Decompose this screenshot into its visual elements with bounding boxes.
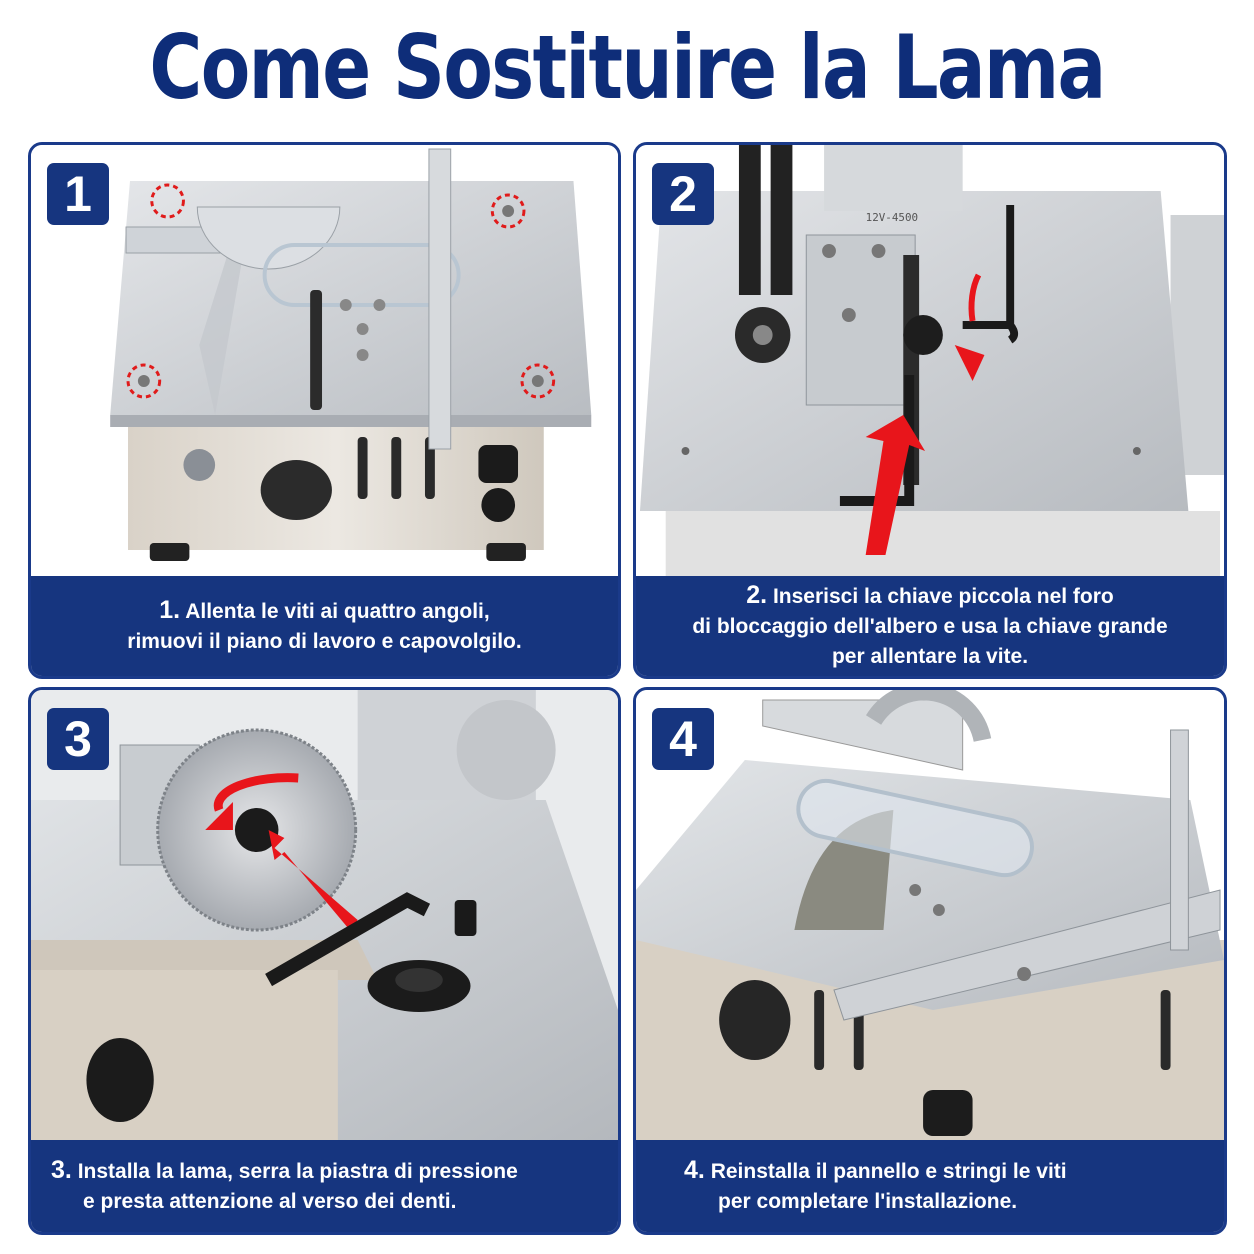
step-panel-1: 1 1. Allenta le viti ai quattro angoli, … (28, 142, 621, 679)
motor-label: 12V-4500 (866, 211, 918, 224)
step-2-text-line-1: Inserisci la chiave piccola nel foro (772, 585, 1114, 608)
step-panel-2: 12V-4500 2 2. Inserisci la chiave piccol… (633, 142, 1227, 679)
step-2-caption: 2. Inserisci la chiave piccola nel foro … (636, 576, 1224, 676)
step-2-number: 2. (746, 581, 768, 609)
step-2-illustration: 12V-4500 (636, 145, 1224, 579)
step-4-text-line-2: per completare l'installazione. (718, 1190, 1018, 1213)
step-4-badge: 4 (652, 708, 714, 770)
step-1-badge: 1 (47, 163, 109, 225)
step-2-badge: 2 (652, 163, 714, 225)
step-2-text-line-3: per allentare la vite. (831, 645, 1029, 668)
step-2-text-line-2: di bloccaggio dell'albero e usa la chiav… (692, 615, 1168, 638)
step-3-badge: 3 (47, 708, 109, 770)
step-panel-4: 4 4. Reinstalla il pannello e stringi le… (633, 687, 1227, 1235)
step-3-caption: 3. Installa la lama, serra la piastra di… (31, 1140, 618, 1232)
step-1-illustration (31, 145, 618, 579)
step-panel-3: 3 3. Installa la lama, serra la piastra … (28, 687, 621, 1235)
step-1-text-line-2: rimuovi il piano di lavoro e capovolgilo… (127, 630, 522, 653)
step-4-number: 4. (684, 1156, 705, 1184)
step-3-number: 3. (51, 1156, 72, 1184)
step-3-illustration (31, 690, 618, 1142)
step-4-text-line-1: Reinstalla il pannello e stringi le viti (710, 1160, 1067, 1183)
step-1-number: 1. (159, 596, 181, 624)
step-3-text-line-1: Installa la lama, serra la piastra di pr… (77, 1160, 518, 1183)
step-1-caption: 1. Allenta le viti ai quattro angoli, ri… (31, 576, 618, 676)
page-title: Come Sostituire la Lama (149, 16, 1106, 119)
step-3-text-line-2: e presta attenzione al verso dei denti. (83, 1190, 457, 1213)
step-4-illustration (636, 690, 1224, 1142)
step-1-text-line-1: Allenta le viti ai quattro angoli, (185, 600, 490, 623)
step-4-caption: 4. Reinstalla il pannello e stringi le v… (636, 1140, 1224, 1232)
